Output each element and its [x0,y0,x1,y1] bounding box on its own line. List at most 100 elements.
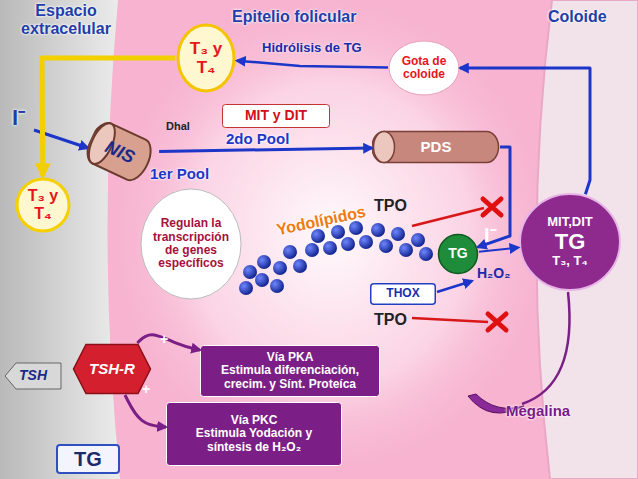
node-content: THOX [370,283,436,305]
dot [283,245,297,259]
hormone-circle: T₃ y T₄ [175,22,237,94]
molecule-label: H₂O₂ [477,266,510,281]
ion-label: I⁻ [484,224,497,246]
shape-outline [201,346,380,397]
node-text: Vía PKC [231,414,278,427]
plus-sign: + [160,332,168,347]
region-label: Coloide [548,8,607,26]
shape-outline [57,445,119,473]
dot [293,259,307,273]
dot [379,239,393,253]
node-text: TG [448,246,467,262]
colloid-circle: MIT,DITTGT₃, T₄ [518,192,622,292]
pathway-box: Vía PKCEstimula Yodación y síntesis de H… [166,402,342,466]
shape-outline [223,105,330,128]
enzyme-box: THOX [370,283,436,305]
dot [419,247,433,261]
dot [243,265,257,279]
node-content: TSH [4,362,62,390]
iodide-arrow [34,130,88,148]
shape-outline [389,41,459,95]
dot [391,227,405,241]
connector-arrow [137,335,200,350]
node-text: T₃ y T₄ [186,39,226,77]
dot [359,235,373,249]
node-text: Estimula Yodación y síntesis de H₂O₂ [174,427,334,454]
node-content: Vía PKCEstimula Yodación y síntesis de H… [166,402,342,466]
pool-label: 2do Pool [226,131,289,148]
cell-glow [100,0,560,479]
enzyme-label: TPO [374,311,407,329]
node-text: Gota de coloide [394,55,454,82]
node-content: Gota de coloide [388,40,460,96]
node-text: PDS [421,139,452,156]
shape-outline [17,179,69,231]
shape-outline [439,235,478,274]
process-box: MIT y DIT [222,104,330,128]
enzyme-label: TPO [374,197,407,215]
dot [239,281,253,295]
node-text: TSH-R [89,361,135,378]
connector-arrow [125,395,166,427]
connector-arrow [237,61,388,68]
shape-outline [372,132,498,163]
tpo-line [412,208,484,226]
hormone-tag: TSH [4,362,62,390]
shape-outline [371,284,436,305]
node-content: MIT y DIT [222,104,330,128]
node-content: TSH-R [72,343,152,395]
transporter-cylinder: PDS [372,130,500,164]
receptor-hexagon: TSH-R [72,343,152,395]
shape-outline [82,119,157,185]
shape-outline [74,345,151,394]
node-content: TG [56,444,120,474]
cylinder-end [374,132,395,163]
node-text: THOX [386,287,419,300]
dot [371,223,385,237]
h2o2-arrow [437,281,472,292]
pool-label: 1er Pool [150,166,209,183]
protein-circle: TG [437,233,479,275]
dot [399,243,413,257]
node-text: Estimula diferenciación, crecim. y Sínt.… [202,364,378,391]
connector-arrow [159,148,372,151]
node-content: TG [437,233,479,275]
cylinder-shape [372,132,498,163]
node-text: T₃, T₄ [552,254,587,269]
dot [255,273,269,287]
shape-outline [520,194,620,290]
receptor-label: Megalina [506,403,570,420]
region-label: Espacio extracelular [2,2,130,37]
extracellular-region [0,0,120,479]
plus-sign: + [142,382,150,397]
node-content: PDS [372,130,500,164]
dot [257,255,271,269]
block-cross [488,314,506,330]
node-text: Vía PKA [267,351,314,364]
node-text: MIT y DIT [245,108,307,124]
shape-outline [5,363,61,389]
node-content: T₃ y T₄ [175,22,237,94]
hormone-circle: T₃ y T₄ [14,176,72,234]
region-label: Epitelio folicular [232,8,356,26]
dot [341,237,355,251]
node-text: T₃ y T₄ [24,187,62,223]
shape-outline [141,189,241,299]
pathway-box: Vía PKAEstimula diferenciación, crecim. … [200,345,380,397]
dot [411,233,425,247]
connector-arrow [479,248,518,252]
node-content: T₃ y T₄ [14,176,72,234]
node-text: NIS [102,137,138,168]
dot [273,261,287,275]
node-text: MIT,DIT [547,215,593,230]
shape-outline [178,25,234,91]
megalin-line [522,292,570,404]
colloid-droplet: Gota de coloide [388,40,460,96]
dot [270,279,284,293]
dot [305,243,319,257]
cylinder-shape [82,119,157,185]
node-content: Regulan la transcripción de genes especí… [140,188,242,300]
node-text: TSH [19,368,47,384]
ion-label: I⁻ [12,106,25,130]
protein-box: TG [56,444,120,474]
